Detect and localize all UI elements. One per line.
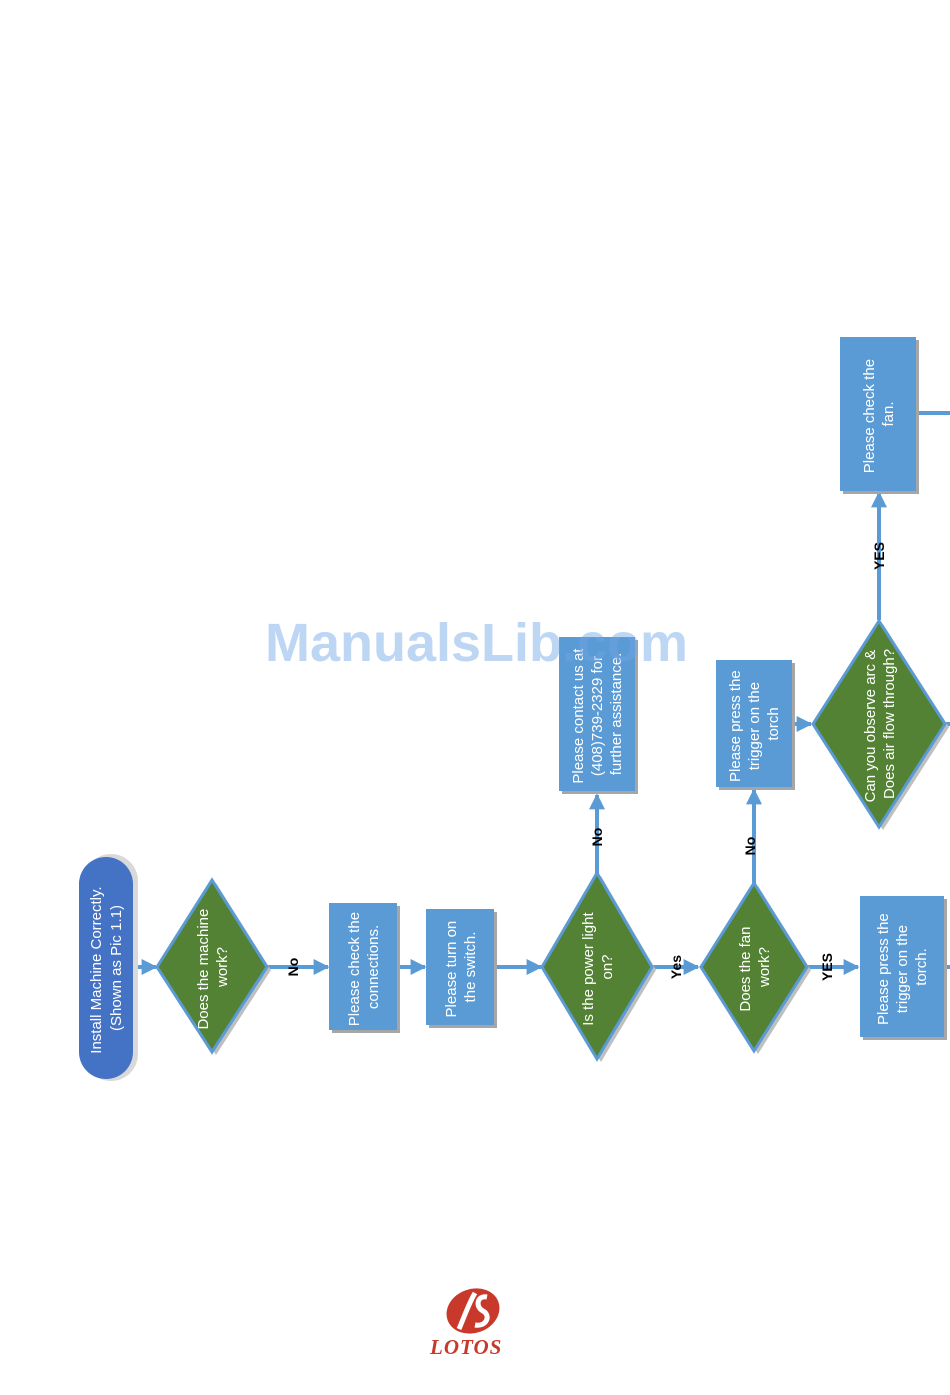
press-trigger-1-label-3: torch <box>765 707 782 740</box>
decision-machine-work-label-1: Does the machine <box>195 909 212 1030</box>
start-node: Install Machine Correctly. (Shown as Pic… <box>79 854 138 1081</box>
edge-label-yes-2: YES <box>819 953 835 981</box>
svg-text:Does the machine work?: Does the machine work? <box>195 904 231 1029</box>
press-trigger-1-label-1: Please press the <box>727 670 744 782</box>
edge-label-yes-1: Yes <box>668 955 684 979</box>
start-label-1: Install Machine Correctly. <box>88 886 105 1053</box>
decision-fan-work-label-2: work? <box>756 947 773 988</box>
svg-text:Please contact us at (40: Please contact us at (408)739-2329 for f… <box>570 644 625 783</box>
press-trigger-1-label-2: trigger on the <box>746 682 763 770</box>
process-check-fan: Please check the fan. <box>840 337 919 494</box>
decision-arc-air-label-2: Does air flow through? <box>881 649 898 799</box>
process-turn-on-switch: Please turn on the switch. <box>426 909 497 1028</box>
decision-machine-work-label-2: work? <box>214 947 231 988</box>
svg-text:Please check the fan.: Please check the fan. <box>861 355 897 473</box>
decision-arc-air-label-1: Can you observe arc & <box>862 650 879 803</box>
turn-on-switch-label-2: the switch. <box>462 932 479 1003</box>
check-connections-label-1: Please check the <box>346 912 363 1026</box>
check-connections-label-2: connections. <box>365 925 382 1009</box>
logo-text: LOTOS <box>430 1335 503 1359</box>
decision-arc-air: Can you observe arc & Does air flow thro… <box>811 618 949 830</box>
process-press-trigger-1: Please press the trigger on the torch <box>716 660 795 790</box>
check-fan-label-2: fan. <box>880 401 897 426</box>
svg-text:Please turn on the switc: Please turn on the switch. <box>443 917 479 1018</box>
start-label-2: (Shown as Pic 1.1) <box>108 905 125 1031</box>
press-trigger-2-label-1: Please press the <box>875 913 892 1025</box>
svg-text:Does the fan work?: Does the fan work? <box>737 922 773 1011</box>
decision-power-light-label-2: on? <box>599 954 616 979</box>
process-check-connections: Please check the connections. <box>329 903 400 1033</box>
decision-fan-work-label-1: Does the fan <box>737 927 754 1012</box>
svg-text:Please press the trigger: Please press the trigger on the torch. <box>875 909 930 1025</box>
turn-on-switch-label-1: Please turn on <box>443 921 460 1018</box>
contact-us-label-2: (408)739-2329 for <box>589 656 606 776</box>
edge-label-no-3: No <box>742 837 758 856</box>
contact-us-label-3: further assistance. <box>608 653 625 776</box>
svg-text:Can you observe arc & Do: Can you observe arc & Does air flow thro… <box>862 646 898 803</box>
process-press-trigger-2: Please press the trigger on the torch. <box>860 896 947 1040</box>
decision-fan-work: Does the fan work? <box>699 880 811 1054</box>
press-trigger-2-label-3: torch. <box>913 948 930 986</box>
decision-power-light-label-1: Is the power light <box>580 912 597 1026</box>
contact-us-label-1: Please contact us at <box>570 648 587 784</box>
watermark: ManualsLib.com <box>265 613 689 673</box>
svg-text:Install Machine Correctly.: Install Machine Correctly. (Shown as Pic… <box>88 882 125 1053</box>
decision-power-light: Is the power light on? <box>540 870 656 1062</box>
edge-label-no-2: No <box>589 828 605 847</box>
press-trigger-2-label-2: trigger on the <box>894 925 911 1013</box>
svg-text:Please check the connect: Please check the connections. <box>346 908 382 1026</box>
svg-text:Please press the trigger: Please press the trigger on the torch <box>727 666 782 782</box>
svg-text:Is the power light on?: Is the power light on? <box>580 908 616 1026</box>
edge-label-yes-3: YES <box>871 542 887 570</box>
decision-machine-work: Does the machine work? <box>155 877 271 1055</box>
process-contact-us: Please contact us at (408)739-2329 for f… <box>559 637 638 794</box>
lotos-logo-icon <box>446 1288 500 1334</box>
edge-label-no-1: No <box>285 958 301 977</box>
check-fan-label-1: Please check the <box>861 359 878 473</box>
